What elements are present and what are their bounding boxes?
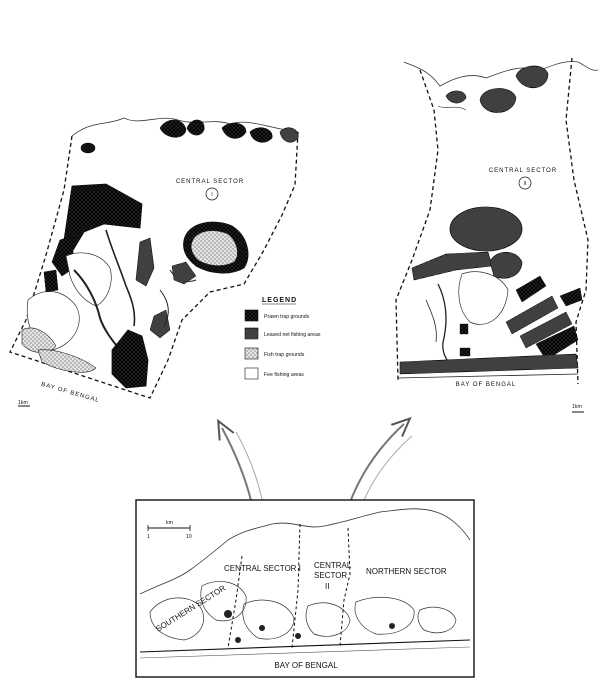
island-outline bbox=[458, 271, 509, 325]
creek bbox=[437, 283, 457, 371]
inset-divider-central2-north bbox=[339, 527, 351, 647]
inset-scale-tick-10: 10 bbox=[186, 534, 192, 540]
fish-trap-lake-inner bbox=[191, 230, 238, 266]
inset-label-central-2-line3: II bbox=[325, 582, 329, 591]
creek bbox=[425, 299, 437, 343]
inset-island bbox=[305, 602, 351, 637]
prawn-trap-strip bbox=[535, 325, 579, 361]
inset-label-northern: NORTHERN SECTOR bbox=[366, 567, 447, 576]
leased-net-coastal-strip bbox=[399, 353, 579, 375]
sector-2-number: II bbox=[524, 181, 527, 187]
island-outline bbox=[65, 252, 112, 307]
inset-dark-patch bbox=[295, 633, 301, 639]
inset-label-bay-of-bengal: BAY OF BENGAL bbox=[274, 661, 338, 670]
inset-label-central-2-line2: SECTOR bbox=[314, 571, 347, 580]
prawn-trap-strip bbox=[515, 275, 547, 303]
inset-divider-central1-central2 bbox=[291, 523, 301, 649]
map-central-sector-1: CENTRAL SECTOR I BAY OF BENGAL 1km bbox=[9, 117, 299, 407]
leased-net-strip bbox=[135, 237, 155, 287]
creek bbox=[159, 289, 169, 327]
legend-label-fee: Fee fishing areas bbox=[264, 372, 304, 378]
inset-label-central-1: CENTRAL SECTOR I bbox=[224, 564, 301, 573]
inset-divider-south-central1 bbox=[227, 555, 243, 649]
prawn-trap-patch bbox=[459, 323, 469, 335]
leased-net-lobe bbox=[489, 251, 523, 279]
inset-scale-label: km bbox=[166, 520, 173, 526]
inset-northern-coast bbox=[139, 508, 471, 595]
legend-swatch-fee bbox=[244, 367, 259, 380]
prawn-trap-strip bbox=[505, 295, 559, 335]
sector-2-south-coast bbox=[397, 373, 579, 379]
legend-swatch-leased bbox=[244, 327, 259, 340]
leased-net-strip bbox=[149, 309, 171, 339]
sector-2-north-coast bbox=[437, 105, 467, 111]
sector-1-north-coast bbox=[71, 117, 299, 137]
inset-island bbox=[417, 606, 457, 634]
stipple-patch bbox=[37, 349, 97, 373]
prawn-trap-strip bbox=[559, 287, 583, 307]
inset-island bbox=[149, 597, 204, 641]
sector-1-number-circle bbox=[205, 187, 219, 201]
sector-1-number: I bbox=[211, 192, 212, 198]
hatched-patch bbox=[43, 269, 59, 293]
bay-of-bengal-label-left: BAY OF BENGAL bbox=[40, 382, 100, 404]
inset-label-central-2-line1: CENTRAL bbox=[314, 561, 352, 570]
north-pond bbox=[221, 122, 247, 139]
sector-2-boundary-east bbox=[565, 57, 589, 385]
inset-bay-coast-outer bbox=[139, 646, 471, 659]
north-pond bbox=[515, 65, 549, 89]
inset-overview-map: km 1 10 CENTRAL SECTOR I CENTRAL SECTOR … bbox=[135, 499, 475, 678]
sector-2-north-coast bbox=[403, 61, 599, 87]
prawn-trap-strip bbox=[519, 311, 573, 349]
inset-scale-tick-1: 1 bbox=[147, 534, 150, 540]
bay-of-bengal-label-right: BAY OF BENGAL bbox=[456, 382, 516, 388]
scale-label-right: 1km bbox=[572, 404, 582, 410]
legend-label-prawn: Prawn trap grounds bbox=[264, 314, 310, 320]
inset-dark-patch bbox=[259, 625, 265, 631]
north-pond bbox=[445, 90, 467, 104]
legend-label-leased: Leased net fishing areas bbox=[264, 332, 321, 338]
prawn-trap-south bbox=[111, 329, 149, 389]
north-pond bbox=[159, 119, 187, 138]
leased-net-oval bbox=[449, 206, 523, 252]
north-pond bbox=[186, 119, 205, 136]
river-channel bbox=[105, 229, 136, 327]
inset-island bbox=[200, 581, 247, 622]
north-pond bbox=[279, 127, 299, 143]
legend-swatch-fish-trap bbox=[244, 347, 259, 360]
north-pond bbox=[479, 88, 517, 113]
inset-dark-patch bbox=[235, 637, 241, 643]
prawn-trap-patch bbox=[459, 347, 471, 357]
map-central-sector-2: CENTRAL SECTOR II BAY OF BENGAL 1km bbox=[395, 57, 599, 413]
north-pond bbox=[249, 127, 273, 143]
sector-2-number-circle bbox=[518, 176, 532, 190]
sector-1-label: CENTRAL SECTOR bbox=[176, 179, 244, 185]
inset-frame bbox=[135, 499, 475, 678]
legend-label-fish-trap: Fish trap grounds bbox=[264, 352, 305, 358]
river-channel bbox=[73, 269, 121, 351]
sector-1-boundary bbox=[9, 131, 299, 399]
inset-bay-coast bbox=[139, 639, 471, 653]
inset-dark-patch bbox=[389, 623, 395, 629]
stipple-patch bbox=[21, 327, 57, 353]
north-pond bbox=[80, 142, 96, 154]
scale-label-left: 1km bbox=[18, 400, 28, 406]
prawn-trap-block bbox=[63, 183, 143, 253]
leased-net-patch bbox=[171, 261, 197, 285]
legend: LEGEND Prawn trap grounds Leased net fis… bbox=[244, 297, 321, 380]
inset-dark-patch bbox=[224, 610, 232, 618]
legend-swatch-prawn bbox=[244, 309, 259, 322]
inset-island bbox=[242, 599, 295, 640]
sector-2-boundary-west bbox=[395, 69, 439, 381]
inset-island bbox=[354, 597, 415, 635]
sector-2-label: CENTRAL SECTOR bbox=[489, 168, 557, 174]
legend-title: LEGEND bbox=[262, 297, 297, 304]
